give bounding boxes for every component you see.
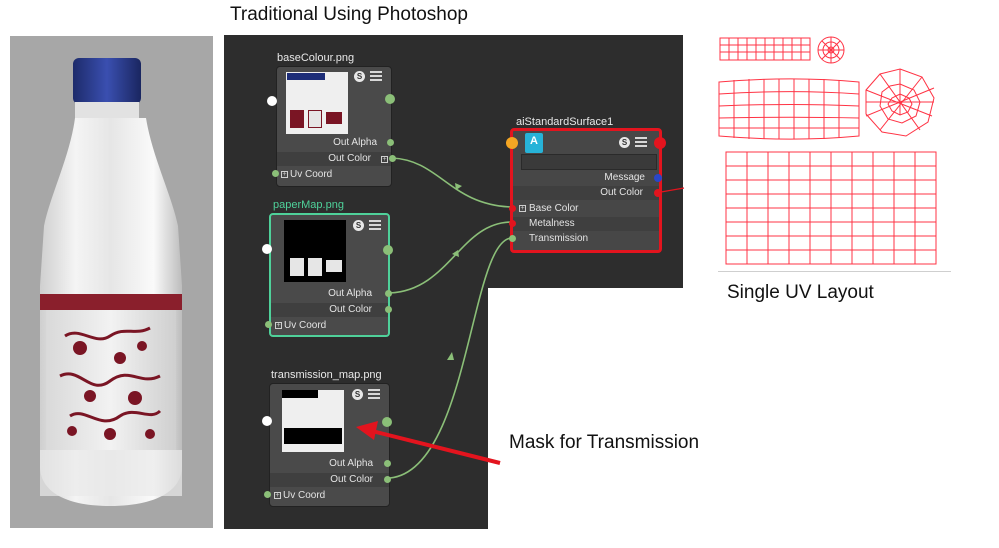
- uv-divider: [718, 271, 951, 272]
- trans-out-alpha-label: Out Alpha: [329, 458, 373, 469]
- transmission-map-thumbnail: [282, 390, 344, 452]
- shader-input-port[interactable]: [506, 137, 518, 149]
- shader-node-title: aiStandardSurface1: [516, 116, 614, 128]
- trans-out-color-label: Out Color: [330, 474, 373, 485]
- menu-list-icon[interactable]: [368, 389, 380, 401]
- paper-out-alpha-port[interactable]: [385, 290, 392, 297]
- swatch-toggle-icon[interactable]: S: [619, 137, 630, 148]
- transmission-map-node[interactable]: S Out Alpha Out Color + Uv Coord: [264, 383, 392, 507]
- base-out-color-port[interactable]: [389, 155, 396, 162]
- uv-layout-caption: Single UV Layout: [727, 282, 874, 303]
- wire-trans-to-transmission: [389, 237, 513, 479]
- shader-base-expand-icon[interactable]: +: [519, 205, 526, 212]
- trans-node-title: transmission_map.png: [271, 369, 382, 381]
- menu-list-icon[interactable]: [369, 220, 381, 232]
- wire-paper-to-metalness: [389, 221, 513, 294]
- swatch-toggle-icon[interactable]: S: [354, 71, 365, 82]
- node-wires: [389, 157, 685, 479]
- wire-arrow-1: [455, 183, 462, 190]
- paper-out-color-label: Out Color: [329, 304, 372, 315]
- paper-out-alpha-label: Out Alpha: [328, 288, 372, 299]
- page-title: Traditional Using Photoshop: [230, 4, 468, 25]
- trans-uv-expand-icon[interactable]: +: [274, 492, 281, 499]
- paper-map-thumbnail: [284, 220, 346, 282]
- trans-out-alpha-port[interactable]: [384, 460, 391, 467]
- paper-uv-expand-icon[interactable]: +: [275, 322, 282, 329]
- mask-arrow: [356, 421, 501, 465]
- shader-metalness-port[interactable]: [509, 220, 516, 227]
- shader-message-label: Message: [604, 172, 645, 183]
- mask-caption: Mask for Transmission: [509, 432, 700, 453]
- uv-layout-diagram: [718, 36, 937, 265]
- base-out-alpha-label: Out Alpha: [333, 137, 377, 148]
- base-output-port[interactable]: [385, 94, 395, 104]
- shader-transmission-label: Transmission: [529, 233, 589, 244]
- shader-message-port[interactable]: [654, 174, 662, 182]
- base-colour-thumbnail: [286, 72, 348, 134]
- shader-out-wire: [660, 187, 685, 193]
- ai-standard-surface-node[interactable]: A S Message Out Color + Base Color Metal…: [509, 128, 662, 253]
- base-node-title: baseColour.png: [277, 52, 355, 64]
- bottle-render-image: [10, 36, 213, 528]
- paper-uv-label: Uv Coord: [284, 320, 327, 331]
- base-uv-label: Uv Coord: [290, 169, 333, 180]
- paper-out-color-port[interactable]: [385, 306, 392, 313]
- paper-uv-port[interactable]: [265, 321, 272, 328]
- base-input-port[interactable]: [267, 96, 277, 106]
- shader-out-color-label: Out Color: [600, 187, 643, 198]
- bottle-illustration: [40, 58, 182, 506]
- paper-node-title: paperMap.png: [273, 199, 344, 211]
- base-out-alpha-port[interactable]: [387, 139, 394, 146]
- swatch-toggle-icon[interactable]: S: [353, 220, 364, 231]
- shader-transmission-port[interactable]: [509, 235, 516, 242]
- wire-arrow-2: [452, 250, 459, 257]
- wire-arrow-3: [447, 352, 454, 360]
- paper-output-port[interactable]: [383, 245, 393, 255]
- editor-cutout: [488, 288, 708, 548]
- base-uv-port[interactable]: [272, 170, 279, 177]
- trans-out-color-port[interactable]: [384, 476, 391, 483]
- menu-list-icon[interactable]: [635, 137, 647, 149]
- base-out-color-label: Out Color: [328, 153, 371, 164]
- trans-uv-label: Uv Coord: [283, 490, 326, 501]
- shader-base-color-label: Base Color: [529, 203, 579, 214]
- shader-name-field[interactable]: [521, 154, 657, 170]
- base-expand-icon[interactable]: +: [381, 156, 388, 163]
- paper-map-node[interactable]: S Out Alpha Out Color + Uv Coord: [265, 213, 393, 337]
- shader-output-port[interactable]: [654, 137, 666, 149]
- base-uv-expand-icon[interactable]: +: [281, 171, 288, 178]
- trans-input-port[interactable]: [262, 416, 272, 426]
- shader-metalness-label: Metalness: [529, 218, 575, 229]
- trans-uv-port[interactable]: [264, 491, 271, 498]
- shader-base-color-port[interactable]: [509, 205, 516, 212]
- swatch-toggle-icon[interactable]: S: [352, 389, 363, 400]
- wire-base-to-basecolor: [391, 157, 513, 208]
- paper-input-port[interactable]: [262, 244, 272, 254]
- base-colour-node[interactable]: S Out Alpha Out Color + + Uv Coord: [272, 66, 396, 187]
- arnold-shader-icon: A: [525, 133, 543, 153]
- trans-output-port[interactable]: [382, 417, 392, 427]
- shader-out-color-port[interactable]: [654, 189, 662, 197]
- menu-list-icon[interactable]: [370, 71, 382, 83]
